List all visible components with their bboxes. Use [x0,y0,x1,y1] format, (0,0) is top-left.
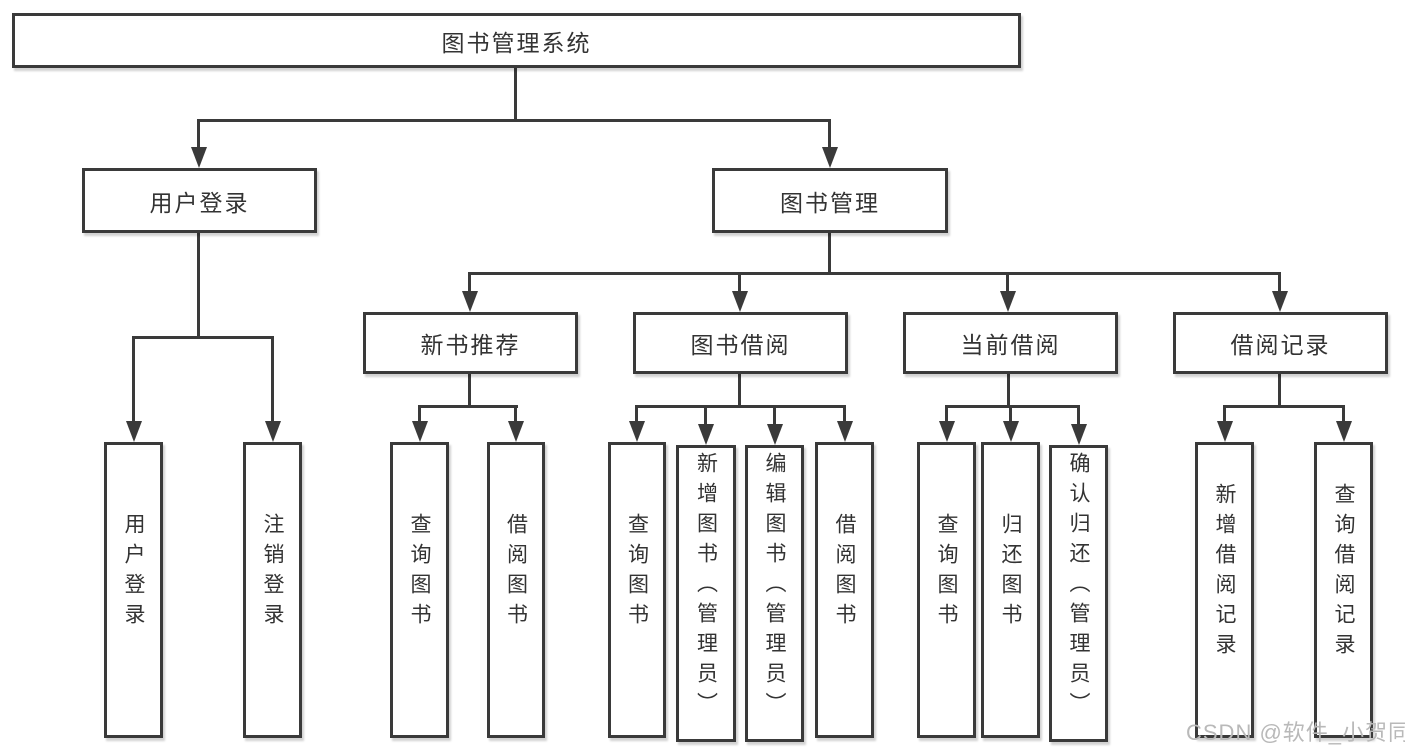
connector-new-book-split [418,405,518,408]
leaf-query-borrow-record: 查询借阅记录 [1314,442,1373,738]
leaf-edit-books-admin-label: 编辑图书（管理员） [763,452,786,722]
node-root-label: 图书管理系统 [441,29,592,56]
connector-book-mgmt-stub [828,233,831,275]
arrow-down-icon [264,336,281,442]
leaf-add-books-admin: 新增图书（管理员） [676,445,736,742]
arrow-down-icon [766,405,783,445]
leaf-query-books-current-label: 查询图书 [935,512,958,633]
leaf-query-books-borrow: 查询图书 [608,442,666,738]
connector-level3-rail [468,272,1281,275]
arrow-down-icon [1002,405,1019,442]
node-book-borrow: 图书借阅 [633,312,848,374]
connector-current-borrow-stub [1007,374,1010,408]
leaf-borrow-books-recommend: 借阅图书 [487,442,545,738]
arrow-down-icon [697,405,714,445]
node-root: 图书管理系统 [12,13,1021,68]
node-current-borrow: 当前借阅 [903,312,1118,374]
leaf-query-books-recommend-label: 查询图书 [408,512,431,633]
arrow-down-icon [1271,272,1288,312]
leaf-return-books-label: 归还图书 [999,512,1022,633]
connector-root-stub [514,67,517,122]
connector-new-book-stub [468,374,471,408]
leaf-add-books-admin-label: 新增图书（管理员） [694,452,718,722]
connector-user-login-split [132,336,274,339]
arrow-down-icon [836,405,853,442]
node-new-book-recommend-label: 新书推荐 [420,332,521,358]
node-book-borrow-label: 图书借阅 [690,332,791,358]
node-user-login: 用户登录 [82,168,317,233]
leaf-add-borrow-record-label: 新增借阅记录 [1213,482,1236,663]
node-current-borrow-label: 当前借阅 [960,332,1061,358]
csdn-watermark: CSDN @软件_小贺同学 [1186,720,1405,745]
connector-user-login-stub [197,233,200,339]
arrow-down-icon [938,405,955,442]
leaf-return-books: 归还图书 [981,442,1040,738]
connector-book-borrow-split [635,405,846,408]
node-book-management: 图书管理 [712,168,948,233]
arrow-down-icon [1216,405,1233,442]
leaf-confirm-return-admin-label: 确认归还（管理员） [1067,452,1090,722]
connector-borrow-records-stub [1278,374,1281,408]
leaf-query-books-recommend: 查询图书 [390,442,449,738]
leaf-query-books-current: 查询图书 [917,442,976,738]
leaf-edit-books-admin: 编辑图书（管理员） [745,445,804,742]
node-borrow-records-label: 借阅记录 [1230,332,1331,358]
arrow-down-icon [125,336,142,442]
node-user-login-label: 用户登录 [149,189,250,216]
leaf-user-login: 用户登录 [104,442,163,738]
arrow-down-icon [999,272,1016,312]
leaf-borrow-books-label: 借阅图书 [833,512,856,633]
node-borrow-records: 借阅记录 [1173,312,1388,374]
arrow-down-icon [731,272,748,312]
arrow-down-icon [821,119,838,168]
arrow-down-icon [461,272,478,312]
leaf-add-borrow-record: 新增借阅记录 [1195,442,1254,738]
connector-book-borrow-stub [738,374,741,408]
connector-borrow-records-split [1223,405,1345,408]
leaf-logout: 注销登录 [243,442,302,738]
arrow-down-icon [411,405,428,442]
leaf-query-books-borrow-label: 查询图书 [625,512,649,633]
arrow-down-icon [507,405,524,442]
node-new-book-recommend: 新书推荐 [363,312,578,374]
leaf-user-login-label: 用户登录 [122,512,145,633]
connector-level2-rail [197,119,831,122]
leaf-borrow-books-recommend-label: 借阅图书 [504,512,528,633]
leaf-confirm-return-admin: 确认归还（管理员） [1049,445,1108,742]
arrow-down-icon [1070,405,1087,445]
arrow-down-icon [190,119,207,168]
arrow-down-icon [1335,405,1352,442]
leaf-borrow-books: 借阅图书 [815,442,874,738]
leaf-logout-label: 注销登录 [261,512,284,633]
leaf-query-borrow-record-label: 查询借阅记录 [1332,482,1355,663]
connector-current-borrow-split [945,405,1080,408]
arrow-down-icon [628,405,645,442]
node-book-management-label: 图书管理 [780,189,880,216]
